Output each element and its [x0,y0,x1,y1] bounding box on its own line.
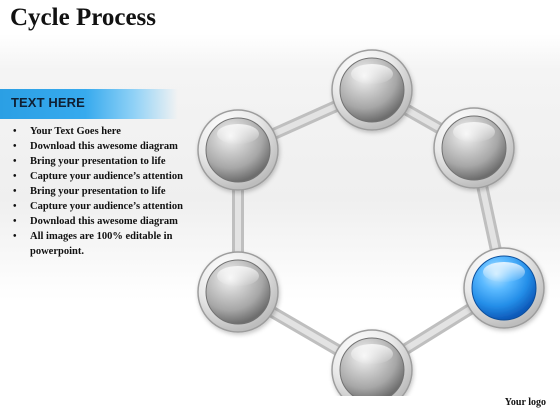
bullet-list: Your Text Goes here Download this awesom… [11,124,201,259]
text-header-bar [0,89,178,119]
slide-title: Cycle Process [10,4,157,31]
bullet-item: Download this awesome diagram [11,214,201,229]
cycle-node-lower-right-active [463,247,545,329]
bullet-item: Bring your presentation to life [11,184,201,199]
bullet-item: Capture your audience’s attention [11,199,201,214]
cycle-diagram [197,49,545,396]
text-header: TEXT HERE [11,95,85,110]
cycle-node-bottom [331,329,413,396]
cycle-node-lower-left [197,251,279,333]
bullet-item: All images are 100% editable in powerpoi… [11,229,201,259]
cycle-node-top [331,49,413,131]
bullet-item: Bring your presentation to life [11,154,201,169]
bullet-item: Download this awesome diagram [11,139,201,154]
logo-placeholder: Your logo [504,397,546,408]
bullet-item: Capture your audience’s attention [11,169,201,184]
bullet-item: Your Text Goes here [11,124,201,139]
cycle-node-upper-left [197,109,279,191]
cycle-node-upper-right [433,107,515,189]
